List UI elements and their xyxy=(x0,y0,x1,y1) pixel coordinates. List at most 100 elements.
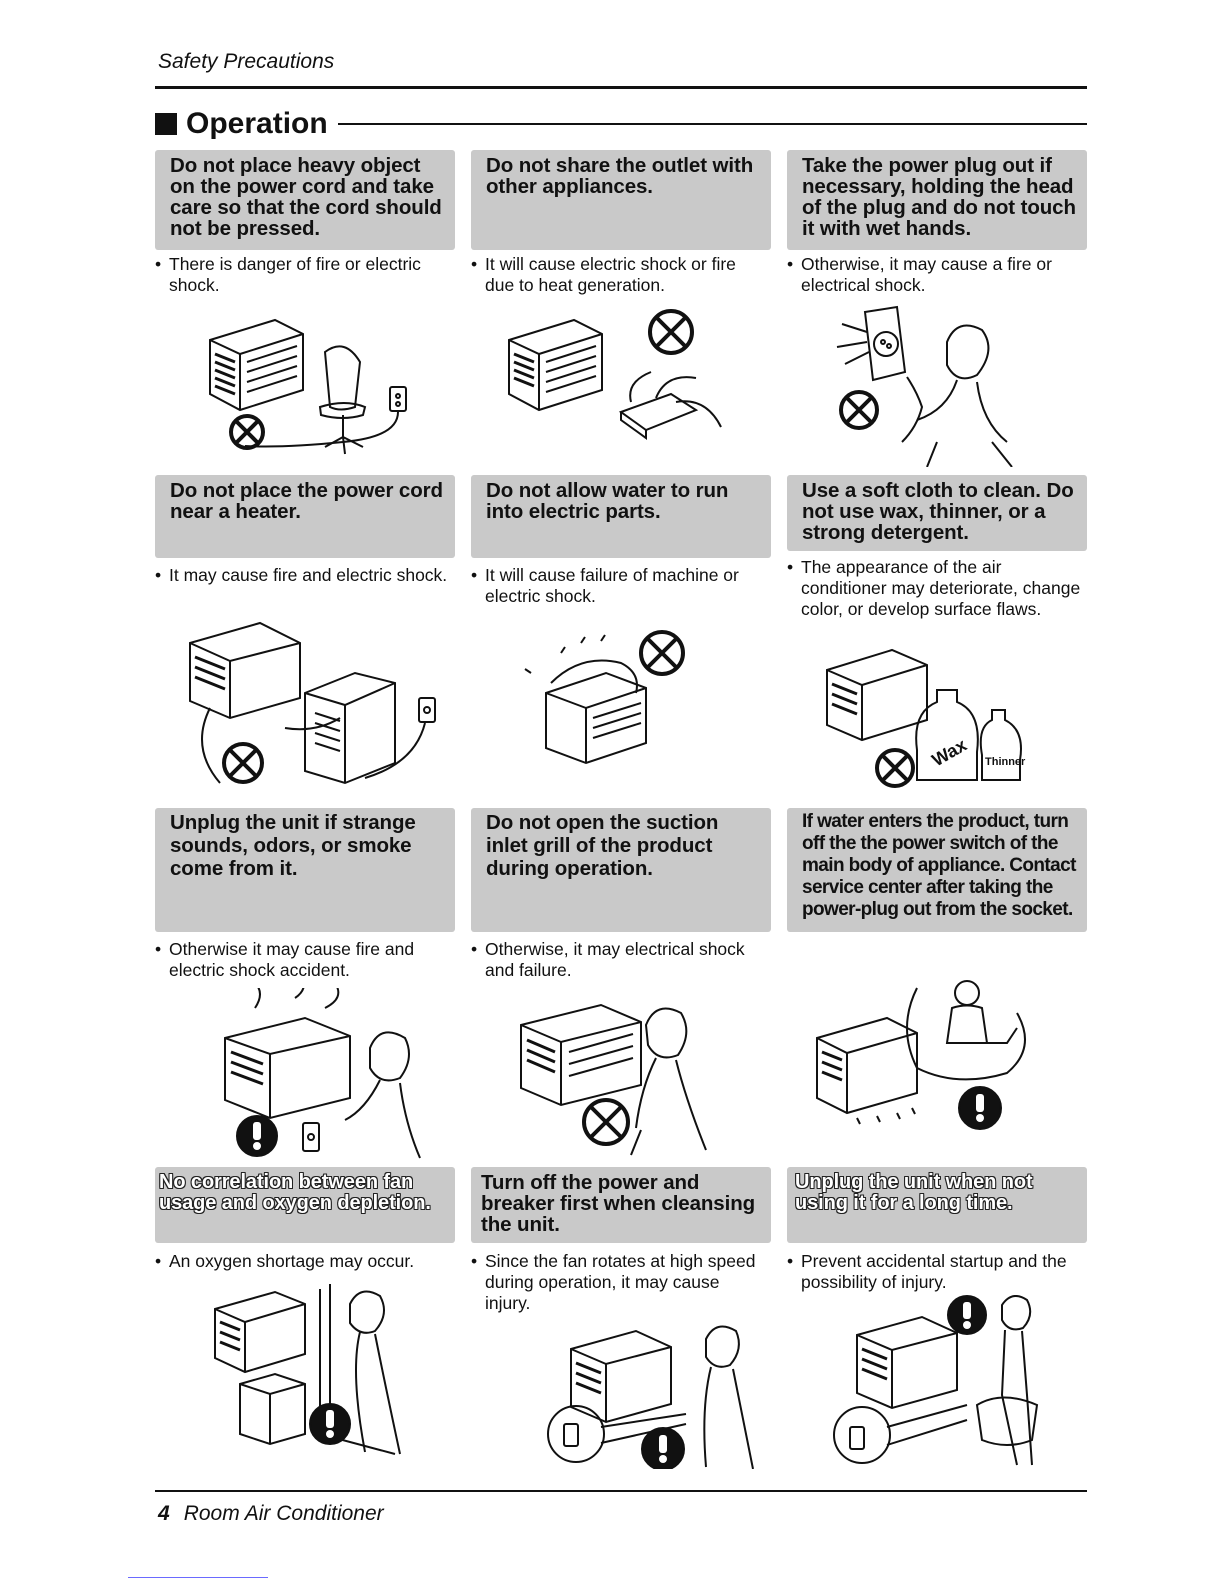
woman-icon xyxy=(349,1290,401,1455)
prohibition-icon xyxy=(222,742,264,784)
thinner-bottle-icon: Thinner xyxy=(979,709,1026,781)
air-conditioner-icon xyxy=(545,671,647,765)
power-cord xyxy=(244,411,399,448)
card-note: •Otherwise it may cause fire and electri… xyxy=(155,939,415,980)
water-drops xyxy=(524,634,606,674)
wall-outlet-icon xyxy=(418,697,436,723)
callout-lines xyxy=(886,1404,968,1446)
card-illustration: Wax Thinner xyxy=(787,640,1087,800)
air-conditioner-icon xyxy=(826,648,928,742)
woman-icon xyxy=(344,1031,421,1159)
prohibition-icon xyxy=(582,1098,630,1146)
card-illustration xyxy=(471,302,771,467)
card-illustration xyxy=(155,988,455,1163)
wax-label: Wax xyxy=(929,735,970,770)
page-number: 4 xyxy=(158,1502,170,1525)
card-note: •Since the fan rotates at high speed dur… xyxy=(471,1251,756,1313)
card-title: Do not place heavy object on the power c… xyxy=(155,150,455,250)
card-share-outlet: Do not share the outlet with other appli… xyxy=(471,150,771,440)
air-conditioner-icon xyxy=(520,1003,642,1107)
socket-character-icon xyxy=(836,305,907,382)
running-header: Safety Precautions xyxy=(158,50,335,73)
card-title: Use a soft cloth to clean. Do not use wa… xyxy=(787,475,1087,551)
card-illustration xyxy=(787,1295,1087,1470)
card-note: •An oxygen shortage may occur. xyxy=(155,1251,415,1271)
prohibition-icon xyxy=(229,414,265,450)
woman-icon xyxy=(630,1007,707,1156)
card-water-enters: If water enters the product, turn off th… xyxy=(787,808,1087,1130)
card-illustration xyxy=(155,1284,455,1464)
power-cord xyxy=(201,707,426,784)
woman-with-luggage-icon xyxy=(975,1295,1039,1466)
card-water-electric: Do not allow water to run into electric … xyxy=(471,475,771,765)
woman-icon xyxy=(916,324,1013,467)
mandatory-icon xyxy=(947,1295,987,1335)
mandatory-icon xyxy=(641,1427,685,1469)
thought-bubble xyxy=(906,987,1026,1081)
section-title: Operation xyxy=(186,107,328,140)
card-title: Do not place the power cord near a heate… xyxy=(155,475,455,558)
prohibition-icon xyxy=(639,630,685,676)
prohibition-icon xyxy=(648,309,694,355)
smoke-lines xyxy=(254,988,340,1009)
card-strange-sounds: Unplug the unit if strange sounds, odors… xyxy=(155,808,455,1159)
footer-rule xyxy=(155,1490,1087,1492)
callout-lines xyxy=(600,1413,687,1444)
card-power-plug: Take the power plug out if necessary, ho… xyxy=(787,150,1087,467)
water-splash xyxy=(550,659,638,694)
air-conditioner-icon xyxy=(224,1016,351,1120)
card-title: If water enters the product, turn off th… xyxy=(787,808,1087,932)
card-illustration xyxy=(155,302,455,467)
power-strip-icon xyxy=(618,371,722,440)
card-illustration xyxy=(471,990,771,1160)
card-title: Unplug the unit if strange sounds, odors… xyxy=(155,808,455,932)
card-illustration xyxy=(787,302,1087,467)
card-note: •It may cause fire and electric shock. xyxy=(155,565,448,585)
card-note: •It will cause failure of machine or ele… xyxy=(471,565,739,606)
card-note: •The appearance of the air conditioner m… xyxy=(787,557,1081,619)
plug-detail-icon xyxy=(547,1405,605,1463)
section-rule xyxy=(337,123,1087,125)
air-conditioner-icon xyxy=(816,1016,918,1115)
footer-label: Room Air Conditioner xyxy=(183,1502,384,1525)
card-oxygen: No correlation between fan usage and oxy… xyxy=(155,1167,455,1455)
chair-icon xyxy=(318,345,367,455)
heater-icon xyxy=(239,1372,306,1446)
power-cord xyxy=(901,376,924,443)
card-turn-off-power: Turn off the power and breaker first whe… xyxy=(471,1167,771,1469)
prohibition-icon xyxy=(839,390,879,430)
card-soft-cloth: Use a soft cloth to clean. Do not use wa… xyxy=(787,475,1087,788)
card-title: Do not share the outlet with other appli… xyxy=(471,150,771,250)
prohibition-icon xyxy=(875,748,915,788)
mandatory-icon xyxy=(309,1403,351,1445)
card-suction-grill: Do not open the suction inlet grill of t… xyxy=(471,808,771,1156)
card-illustration xyxy=(155,613,455,793)
air-conditioner-icon xyxy=(508,318,603,412)
card-illustration xyxy=(471,613,771,793)
mandatory-icon xyxy=(958,1086,1002,1130)
card-note: •Prevent accidental startup and the poss… xyxy=(787,1251,1067,1292)
footer: 4 Room Air Conditioner xyxy=(158,1502,384,1526)
air-conditioner-icon xyxy=(856,1315,958,1410)
card-title: Do not allow water to run into electric … xyxy=(471,475,771,558)
wall-outlet-icon xyxy=(302,1122,320,1152)
air-conditioner-icon xyxy=(209,318,304,412)
card-title: Turn off the power and breaker first whe… xyxy=(471,1167,771,1243)
card-title: No correlation between fan usage and oxy… xyxy=(155,1167,455,1243)
card-title: Unplug the unit when not using it for a … xyxy=(787,1167,1087,1243)
air-conditioner-icon xyxy=(214,1290,306,1374)
wax-bottle-icon: Wax xyxy=(915,689,979,781)
woman-icon xyxy=(703,1325,754,1469)
card-note: •It will cause electric shock or fire du… xyxy=(471,254,736,295)
card-title: Do not open the suction inlet grill of t… xyxy=(471,808,771,932)
card-note: •There is danger of fire or electric sho… xyxy=(155,254,421,295)
card-illustration xyxy=(787,968,1087,1148)
section-square-icon xyxy=(155,113,177,135)
thinner-label: Thinner xyxy=(985,756,1026,768)
link-underline xyxy=(128,1577,268,1578)
card-heater: Do not place the power cord near a heate… xyxy=(155,475,455,785)
air-conditioner-icon xyxy=(189,621,301,720)
card-note: •Otherwise, it may electrical shock and … xyxy=(471,939,745,980)
plug-detail-icon xyxy=(833,1406,891,1464)
wall-outlet-icon xyxy=(389,386,407,412)
